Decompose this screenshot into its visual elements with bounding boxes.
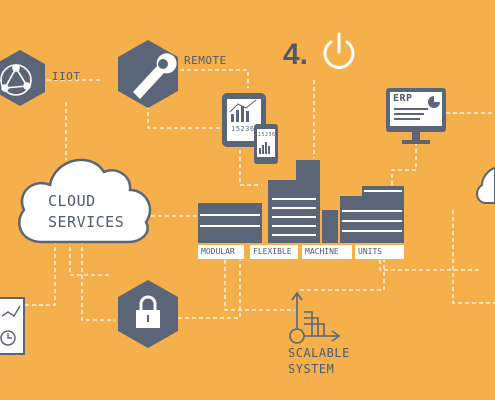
lock-icon xyxy=(136,295,160,328)
iiot-label: IIOT xyxy=(52,70,81,83)
modular-factory xyxy=(198,160,404,243)
network-globe-icon xyxy=(0,64,32,96)
tablet-phone-icon xyxy=(222,93,278,164)
phone-number: 15236 xyxy=(258,132,276,138)
scale-axes-icon xyxy=(289,291,341,344)
tablet-number: 15236 xyxy=(231,125,255,133)
erp-monitor-icon xyxy=(386,88,446,144)
remote-hexagon xyxy=(118,40,178,108)
scalable-label-line1: SCALABLE xyxy=(288,346,350,360)
unit-label-modular: MODULAR xyxy=(198,245,244,259)
remote-label: REMOTE xyxy=(184,54,227,67)
unit-label-flexible: FLEXIBLE xyxy=(250,245,298,259)
cloud-services-shape xyxy=(18,158,152,244)
report-clock-icon xyxy=(0,297,25,355)
cloud-label-line2: SERVICES xyxy=(48,213,125,231)
power-icon xyxy=(323,32,355,69)
dashed-connectors xyxy=(20,69,495,321)
industry-4-label: 4. xyxy=(283,38,309,71)
unit-label-machine: MACHINE xyxy=(302,245,352,259)
cloud-label-line1: CLOUD xyxy=(48,192,96,210)
wrench-icon xyxy=(133,53,177,99)
factory-windows xyxy=(200,190,402,236)
unit-label-units: UNITS xyxy=(355,245,404,259)
erp-label: ERP xyxy=(393,93,413,104)
scalable-label-line2: SYSTEM xyxy=(288,362,335,376)
partial-cloud-shape xyxy=(476,166,495,204)
